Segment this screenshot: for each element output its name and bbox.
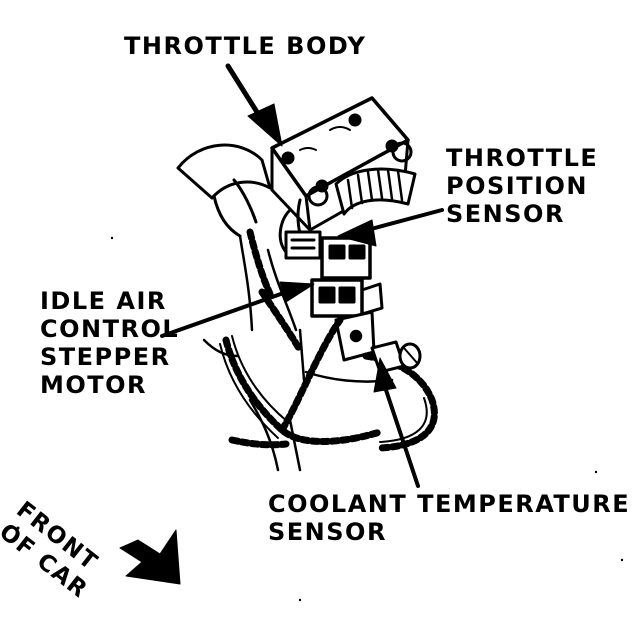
label-tps-line-2: POSITION <box>446 172 588 200</box>
label-iac-line-3: STEPPER <box>40 343 171 371</box>
label-tps-line-3: SENSOR <box>446 200 565 228</box>
label-iac-line-4: MOTOR <box>40 371 148 399</box>
label-coolant-line-1: COOLANT TEMPERATURE <box>268 490 631 518</box>
air-intake-hose <box>176 143 272 238</box>
label-tps-line-1: THROTTLE <box>446 144 599 172</box>
label-throttle-body: THROTTLE BODY <box>124 32 366 60</box>
throttle-position-sensor-part <box>284 230 372 280</box>
throttle-linkage <box>278 167 417 254</box>
coolant-arrow <box>373 357 420 488</box>
tps-arrow <box>337 208 444 247</box>
label-iac-line-2: CONTROL <box>40 315 180 343</box>
throttle-body-arrow <box>225 63 283 147</box>
harness-outline <box>219 335 428 443</box>
label-throttle-position-sensor: THROTTLE POSITION SENSOR <box>446 144 598 228</box>
label-iac-line-1: IDLE AIR <box>40 287 167 315</box>
print-specks <box>16 236 624 602</box>
label-coolant-line-2: SENSOR <box>268 518 387 546</box>
label-throttle-body-text: THROTTLE BODY <box>124 32 367 60</box>
throttle-body-housing <box>270 96 413 232</box>
iac-arrow <box>160 281 315 338</box>
front-of-car-arrow <box>119 529 181 585</box>
pointer-arrows <box>119 63 444 585</box>
label-coolant-temperature-sensor: COOLANT TEMPERATURE SENSOR <box>268 490 630 546</box>
label-idle-air-control: IDLE AIR CONTROL STEPPER MOTOR <box>40 287 179 399</box>
